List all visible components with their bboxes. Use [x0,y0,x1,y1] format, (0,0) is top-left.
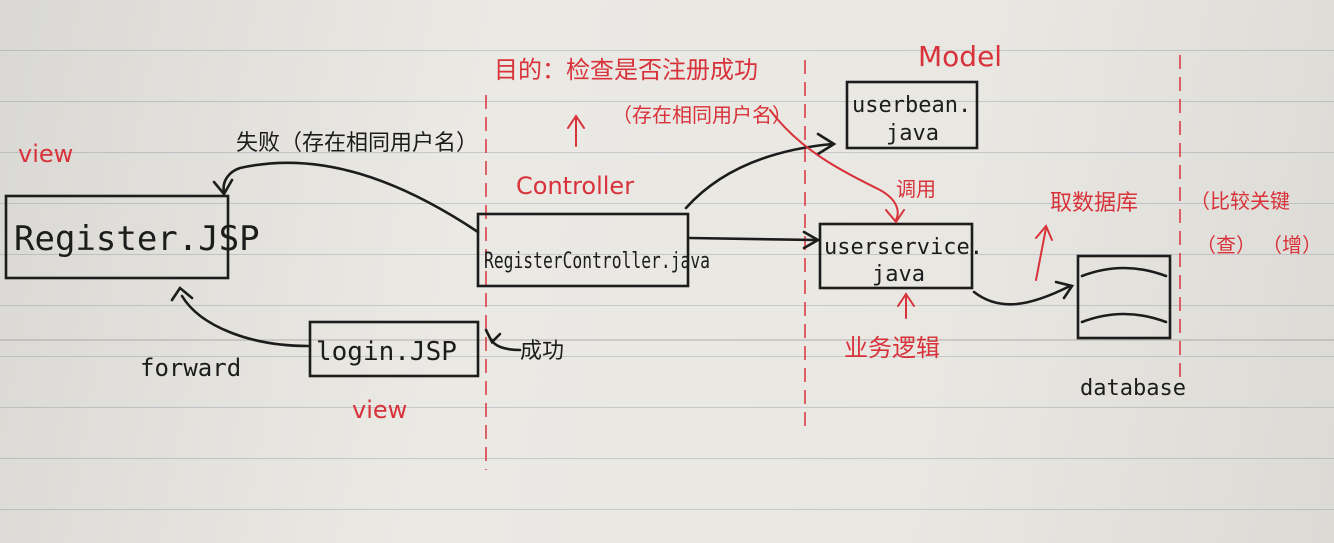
controller-to-userservice-arrowhead [802,230,821,250]
controller-to-userbean-arrowhead [816,132,837,156]
failure-arrow [222,161,480,234]
controller-to-userservice-arrow [688,236,818,242]
call-arrowhead [885,209,905,224]
login-jsp-node: login.JSP [308,320,480,378]
userservice-label-line1: userservice. [824,235,983,260]
success-arrow [490,338,522,352]
success-label: 成功 [520,339,564,364]
login-jsp-box [308,320,480,378]
db-access-arrowhead [1035,224,1053,241]
success-arrowhead [484,328,502,345]
register-controller-node: RegisterController.java [476,212,710,288]
service-to-database-arrow [972,284,1072,306]
database-top-curve [1080,266,1168,278]
business-logic-arrowhead [897,292,915,307]
register-controller-label: RegisterController.java [484,249,710,274]
database-icon [1076,254,1172,340]
db-access-label: 取数据库 [1050,191,1138,216]
controller-label: Controller [516,172,634,200]
userservice-label-line2: java [872,262,925,287]
forward-arrowhead [170,286,194,302]
userbean-box [845,80,979,150]
failure-label: 失败（存在相同用户名） [236,131,478,156]
register-jsp-box [4,194,230,280]
database-label: database [1080,376,1186,401]
register-jsp-label: Register.JSP [14,219,260,259]
controller-to-userbean-arrow [684,142,834,210]
call-arrow [769,109,899,221]
model-label: Model [918,40,1002,73]
userservice-node: userservice. java [818,222,983,290]
forward-label: forward [140,354,241,382]
call-label: 调用 [896,177,936,201]
view-label-bottom: view [352,396,407,424]
compare-keys-label: （比较关键 [1190,189,1290,213]
query-label: （查） [1196,233,1256,257]
db-access-arrow [1035,227,1047,281]
purpose-label-line1: 目的：检查是否注册成功 [494,56,758,84]
register-jsp-node: Register.JSP [4,194,260,280]
service-to-database-arrowhead [1054,280,1075,300]
login-jsp-label: login.JSP [316,337,457,367]
failure-arrowhead [212,178,234,197]
register-controller-box [476,212,690,288]
purpose-label-line2: （存在相同用户名） [612,103,792,127]
userbean-label-line1: userbean. [852,93,971,118]
business-logic-label: 业务逻辑 [844,334,940,362]
purpose-arrowhead [567,114,585,129]
database-node: database [1076,254,1186,401]
insert-label: （增） [1262,233,1322,257]
view-label-top: view [18,140,73,168]
userbean-node: userbean. java [845,80,979,150]
userservice-box [818,222,974,290]
forward-arrow [180,294,310,348]
userbean-label-line2: java [886,121,939,146]
database-bottom-curve [1080,312,1168,324]
